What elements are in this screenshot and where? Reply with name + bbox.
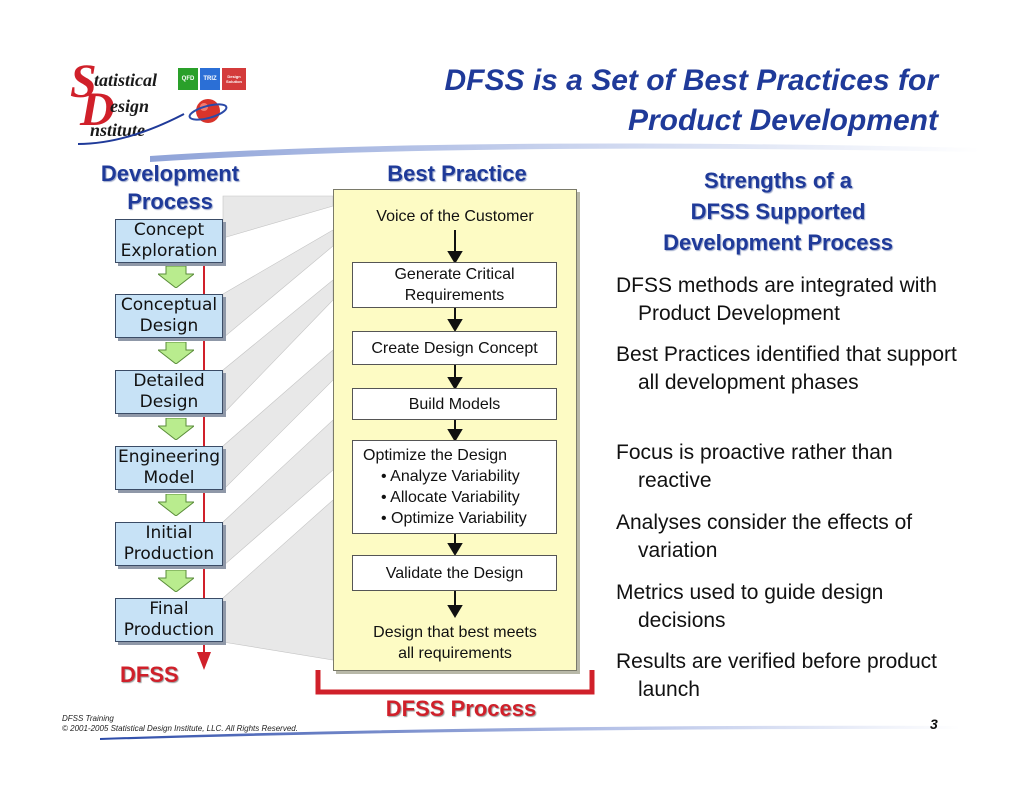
strength-item-3: Focus is proactive rather than reactive (616, 441, 893, 492)
strength-item-4: Analyses consider the effects of variati… (616, 511, 913, 562)
stage-detailed-design: Detailed Design (115, 370, 223, 414)
optimize-item-optimize: • Optimize Variability (381, 510, 527, 527)
dfss-timeline-line (203, 232, 205, 656)
step-optimize-the-design: Optimize the Design • Analyze Variabilit… (352, 440, 557, 534)
optimize-item-allocate: • Allocate Variability (381, 489, 520, 506)
page-number: 3 (930, 716, 938, 732)
footer-swoosh (100, 725, 960, 740)
dfss-process-label: DFSS Process (385, 696, 537, 721)
best-practice-heading: Best Practice (387, 161, 527, 186)
step-build-models: Build Models (352, 388, 557, 420)
step-validate-the-design: Validate the Design (352, 555, 557, 591)
strength-item-1: DFSS methods are integrated with Product… (616, 274, 937, 325)
step-create-design-concept: Create Design Concept (352, 331, 557, 365)
footer-copyright: © 2001-2005 Statistical Design Institute… (62, 724, 298, 733)
development-heading: Development Process (100, 161, 240, 214)
title-line-2: Product Development (627, 104, 938, 137)
stage-arrow-3 (158, 418, 194, 440)
dfss-timeline-arrowhead (197, 652, 211, 670)
logo: S tatistical D esign nstitute QFD TRIZ D… (66, 55, 246, 146)
step-generate-critical-requirements: Generate Critical Requirements (352, 262, 557, 308)
logo-swoosh (77, 113, 185, 145)
dfss-process-bracket (315, 670, 595, 695)
logo-letter-s: S (70, 55, 97, 108)
strength-item-2: Best Practices identified that support a… (616, 343, 957, 394)
flow-arrows (447, 230, 463, 618)
stage-arrow-4 (158, 494, 194, 516)
voice-of-customer: Voice of the Customer (376, 208, 534, 225)
logo-badges: QFD TRIZ Design Solution (178, 68, 246, 90)
stage-initial-production: Initial Production (115, 522, 223, 566)
footer-training: DFSS Training (62, 714, 114, 723)
strength-item-6: Results are verified before product laun… (616, 650, 937, 701)
stage-arrow-1 (158, 266, 194, 288)
strength-item-5: Metrics used to guide design decisions (616, 581, 884, 632)
optimize-title: Optimize the Design (363, 447, 508, 464)
optimize-item-analyze: • Analyze Variability (381, 468, 520, 485)
logo-line-statistical: tatistical (94, 70, 157, 90)
title-line-1: DFSS is a Set of Best Practices for (444, 64, 938, 97)
stage-final-production: Final Production (115, 598, 223, 642)
logo-line-design: esign (110, 96, 150, 116)
design-result: Design that best meets all requirements (373, 624, 537, 662)
stage-concept-exploration: Concept Exploration (115, 219, 223, 263)
strengths-heading: Strengths of a DFSS Supported Developmen… (663, 168, 893, 255)
header-swoosh (150, 143, 980, 162)
badge-triz: TRIZ (200, 68, 220, 90)
planet-icon (188, 99, 228, 123)
logo-letter-d: D (80, 83, 115, 136)
dfss-label: DFSS (120, 662, 179, 687)
badge-design-solution: Design Solution (222, 68, 246, 90)
stage-engineering-model: Engineering Model (115, 446, 223, 490)
stage-arrow-5 (158, 570, 194, 592)
stage-conceptual-design: Conceptual Design (115, 294, 223, 338)
badge-qfd: QFD (178, 68, 198, 90)
stage-arrow-2 (158, 342, 194, 364)
